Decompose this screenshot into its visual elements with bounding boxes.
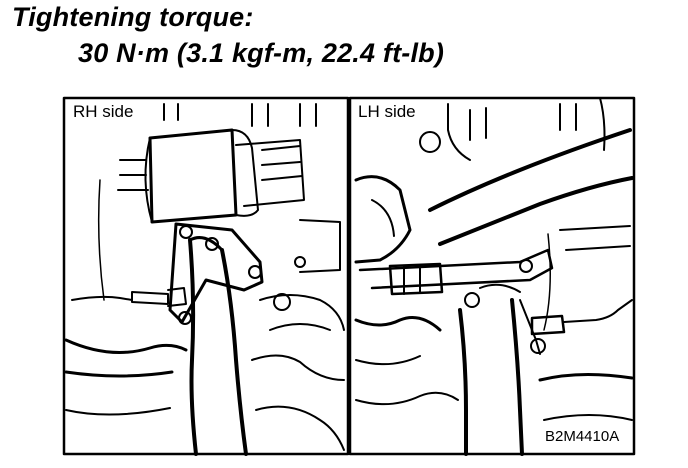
rh-panel-frame xyxy=(62,96,350,456)
rh-engine-drawing xyxy=(64,103,345,456)
torque-title: Tightening torque: xyxy=(12,2,254,32)
lh-engine-drawing xyxy=(354,97,634,456)
lh-side-label: LH side xyxy=(356,102,418,122)
rh-side-label: RH side xyxy=(71,102,136,122)
figure-code: B2M4410A xyxy=(545,428,620,445)
torque-value: 30 N·m (3.1 kgf-m, 22.4 ft-lb) xyxy=(78,38,445,68)
lh-panel-frame xyxy=(348,96,636,456)
